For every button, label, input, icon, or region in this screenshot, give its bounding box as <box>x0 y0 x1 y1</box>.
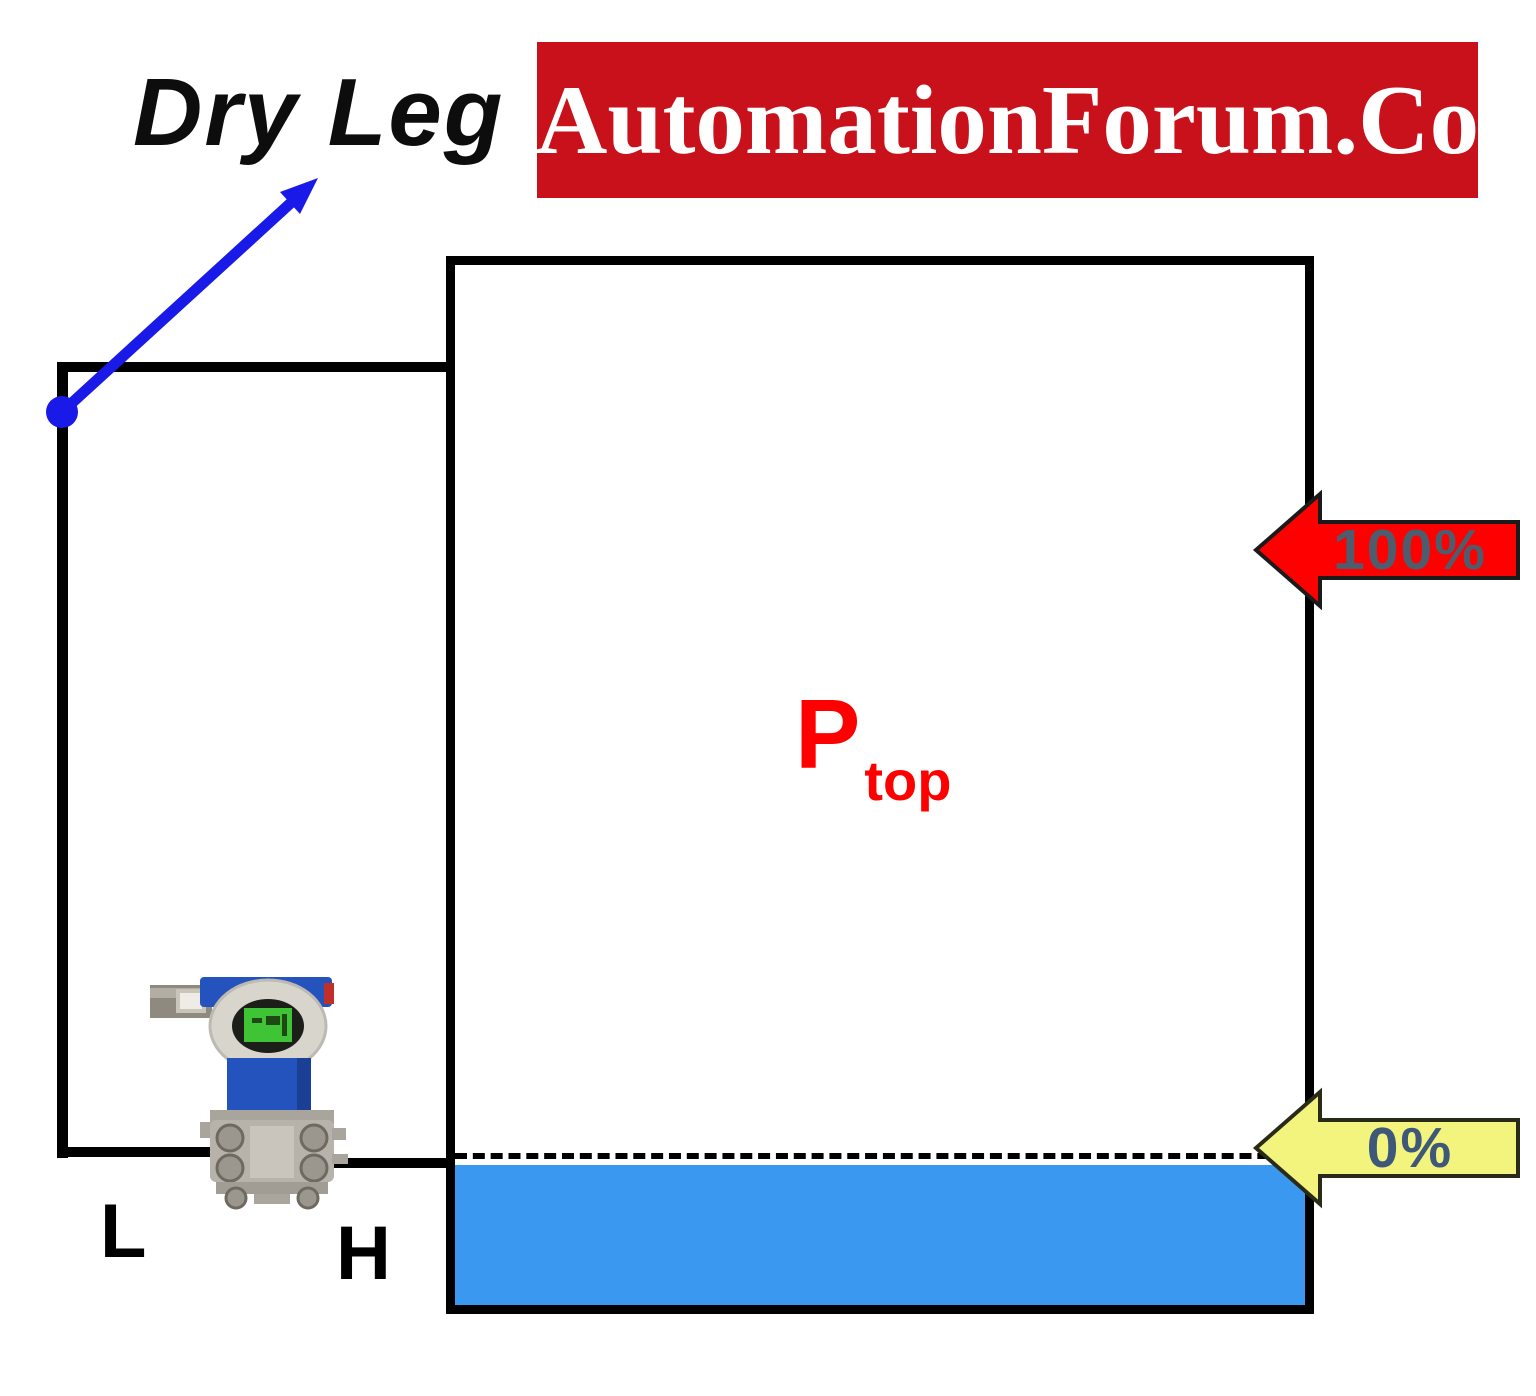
full-level-arrow: 100% <box>1252 489 1520 611</box>
tank-top-pressure-label: Ptop <box>795 685 951 809</box>
empty-level-arrow: 0% <box>1252 1087 1520 1209</box>
differential-pressure-transmitter-icon <box>150 977 348 1210</box>
pressure-subscript: top <box>864 749 952 812</box>
transmitter-flange <box>200 1110 348 1210</box>
transmitter-end-cap <box>324 983 334 1004</box>
liquid-level-dashed-line <box>455 1153 1305 1159</box>
pointer-line <box>58 195 298 417</box>
empty-level-label: 0% <box>1367 1116 1453 1180</box>
diagram-title: Dry Leg <box>133 59 505 166</box>
high-port-label: H <box>336 1211 391 1296</box>
tank-outline <box>446 256 1314 1314</box>
full-level-arrow-shape <box>1252 489 1520 611</box>
logo-banner: AutomationForum.Co <box>535 42 1480 198</box>
pressure-symbol: P <box>795 679 861 789</box>
empty-level-arrow-shape <box>1252 1087 1520 1209</box>
pointer-dot-icon <box>46 396 78 428</box>
tank-liquid <box>455 1165 1305 1305</box>
high-side-impulse-pipe <box>290 1158 455 1168</box>
low-side-impulse-pipe <box>57 1147 222 1157</box>
dry-leg-top-pipe <box>57 362 455 372</box>
logo-text: AutomationForum.Co <box>535 65 1480 175</box>
dry-leg-vertical-pipe <box>57 362 68 1158</box>
pointer-arrowhead-icon <box>280 178 318 214</box>
dry-leg-pointer <box>46 178 318 428</box>
full-level-label: 100% <box>1333 518 1487 582</box>
low-port-label: L <box>100 1189 147 1274</box>
